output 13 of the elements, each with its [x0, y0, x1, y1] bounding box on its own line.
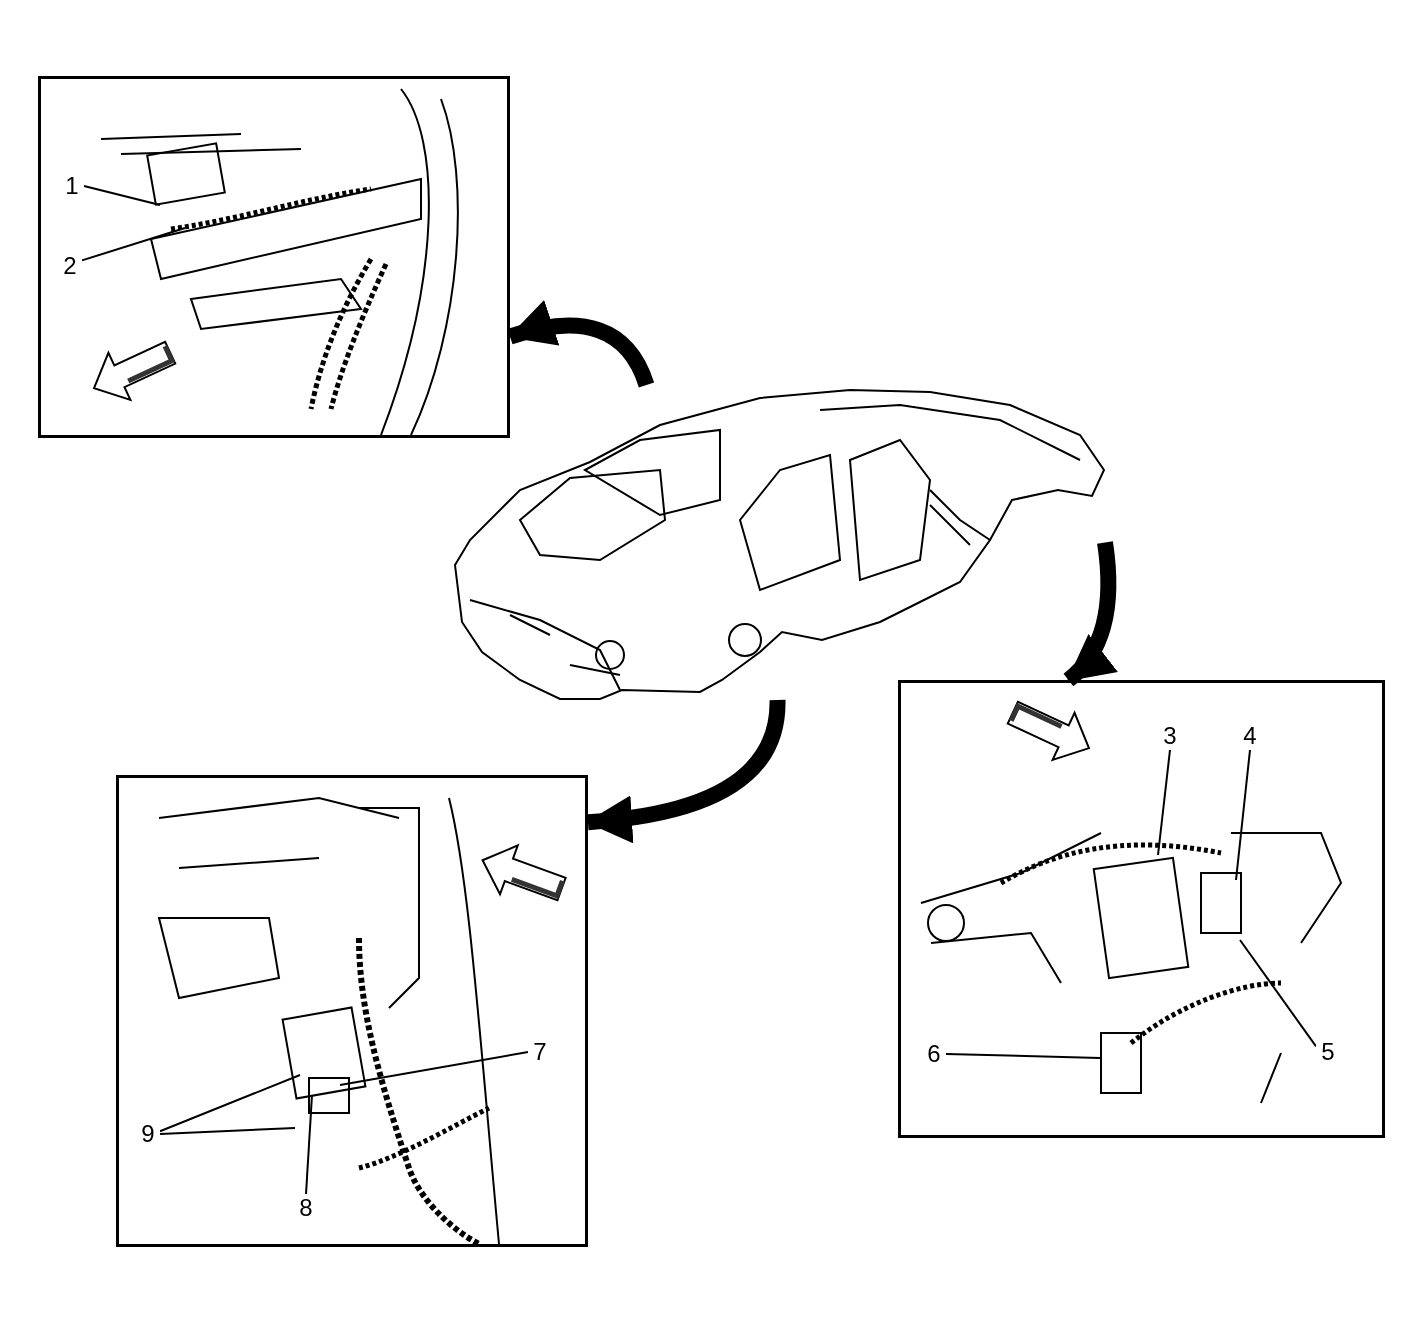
leader-line [1157, 749, 1171, 856]
leader-line [1235, 749, 1251, 881]
leader-line [339, 1051, 529, 1086]
curved-arrow [507, 301, 654, 388]
leader-line [305, 1094, 313, 1195]
leader-line [159, 1074, 301, 1133]
leader-line [1239, 939, 1317, 1048]
curved-arrow [1063, 541, 1118, 687]
leader-line [83, 185, 161, 206]
curved-arrow [586, 699, 786, 843]
leader-line [945, 1053, 1101, 1059]
leader-line [159, 1127, 296, 1135]
leader-line [81, 227, 186, 262]
